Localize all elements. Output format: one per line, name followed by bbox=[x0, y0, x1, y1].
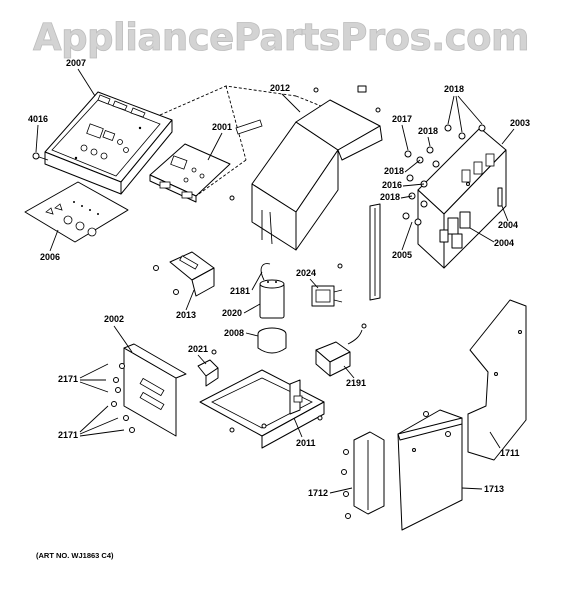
callout-2017: 2017 bbox=[392, 114, 412, 124]
callout-2018-d: 2018 bbox=[380, 192, 400, 202]
part-2191-terminal-block[interactable] bbox=[315, 323, 367, 377]
callout-1712: 1712 bbox=[308, 488, 328, 498]
callout-2013: 2013 bbox=[176, 310, 196, 320]
part-2018-screws[interactable] bbox=[402, 124, 486, 226]
callout-2191: 2191 bbox=[346, 378, 366, 388]
callout-2011: 2011 bbox=[296, 438, 316, 448]
callout-2001: 2001 bbox=[212, 122, 232, 132]
callout-2021: 2021 bbox=[188, 344, 208, 354]
part-1713-front-panel[interactable] bbox=[397, 409, 463, 531]
callout-2002: 2002 bbox=[104, 314, 124, 324]
part-2006-overlay[interactable] bbox=[24, 181, 129, 243]
callout-2018-b: 2018 bbox=[418, 126, 438, 136]
callout-2181: 2181 bbox=[230, 286, 250, 296]
callout-2018-c: 2018 bbox=[384, 166, 404, 176]
art-number: (ART NO. WJ1863 C4) bbox=[36, 551, 114, 560]
callout-1711: 1711 bbox=[500, 448, 520, 458]
part-1712-panel-strip[interactable] bbox=[341, 431, 385, 519]
part-2008-strap[interactable] bbox=[257, 327, 287, 354]
part-2020-capacitor[interactable] bbox=[259, 263, 285, 319]
callout-2012: 2012 bbox=[270, 83, 290, 93]
callout-4016: 4016 bbox=[28, 114, 48, 124]
callout-2016: 2016 bbox=[382, 180, 402, 190]
part-1711-side-panel[interactable] bbox=[467, 299, 527, 461]
callout-2024: 2024 bbox=[296, 268, 316, 278]
callout-1713: 1713 bbox=[484, 484, 504, 494]
callout-2004-b: 2004 bbox=[494, 238, 514, 248]
callout-2004-a: 2004 bbox=[498, 220, 518, 230]
part-4016-screw[interactable] bbox=[32, 152, 49, 161]
callout-2171-a: 2171 bbox=[58, 374, 78, 384]
part-2013-bracket[interactable] bbox=[153, 251, 215, 297]
part-2024-transformer[interactable] bbox=[311, 263, 343, 307]
callout-2003: 2003 bbox=[510, 118, 530, 128]
callout-2020: 2020 bbox=[222, 308, 242, 318]
part-2004-relay[interactable] bbox=[439, 187, 503, 249]
callout-2008: 2008 bbox=[224, 328, 244, 338]
part-2011-base-pan[interactable] bbox=[199, 369, 325, 449]
callout-2018-top: 2018 bbox=[444, 84, 464, 94]
part-2021-switch[interactable] bbox=[197, 349, 219, 387]
part-2012-electrical-box[interactable] bbox=[235, 85, 383, 251]
callout-2005: 2005 bbox=[392, 250, 412, 260]
watermark-text: AppliancePartsPros.com bbox=[33, 16, 529, 59]
part-2002-side-bracket[interactable] bbox=[111, 343, 187, 437]
callout-2007: 2007 bbox=[66, 58, 86, 68]
part-2007-control-housing[interactable] bbox=[44, 91, 173, 195]
part-vertical-rail[interactable] bbox=[369, 203, 381, 301]
callout-2006: 2006 bbox=[40, 252, 60, 262]
callout-2171-b: 2171 bbox=[58, 430, 78, 440]
part-2001-control-board[interactable] bbox=[149, 143, 235, 203]
